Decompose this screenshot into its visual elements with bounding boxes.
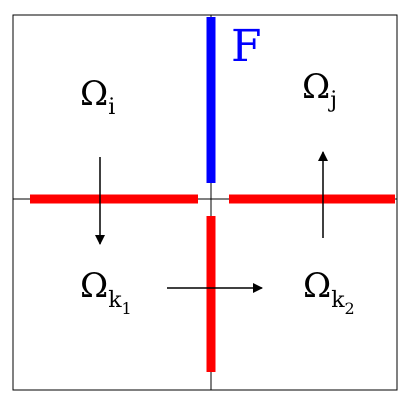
outer-frame [12,14,398,391]
omega-k1-main: Ω [80,266,108,306]
label-omega-k1: Ωk1 [80,266,132,318]
label-omega-k2: Ωk2 [303,266,355,318]
omega-i-main: Ω [80,74,108,114]
label-omega-j: Ωj [302,67,337,113]
label-face-f: F [231,21,262,72]
omega-k2-sub: k [331,288,345,313]
omega-k1-subsub: 1 [122,299,132,318]
omega-k2-main: Ω [303,266,331,306]
omega-i-sub: i [108,95,115,120]
omega-j-sub: j [327,88,337,113]
omega-j-main: Ω [302,67,330,107]
label-omega-i: Ωi [80,74,115,120]
omega-k1-sub: k [108,288,122,313]
omega-k2-subsub: 2 [345,299,355,318]
